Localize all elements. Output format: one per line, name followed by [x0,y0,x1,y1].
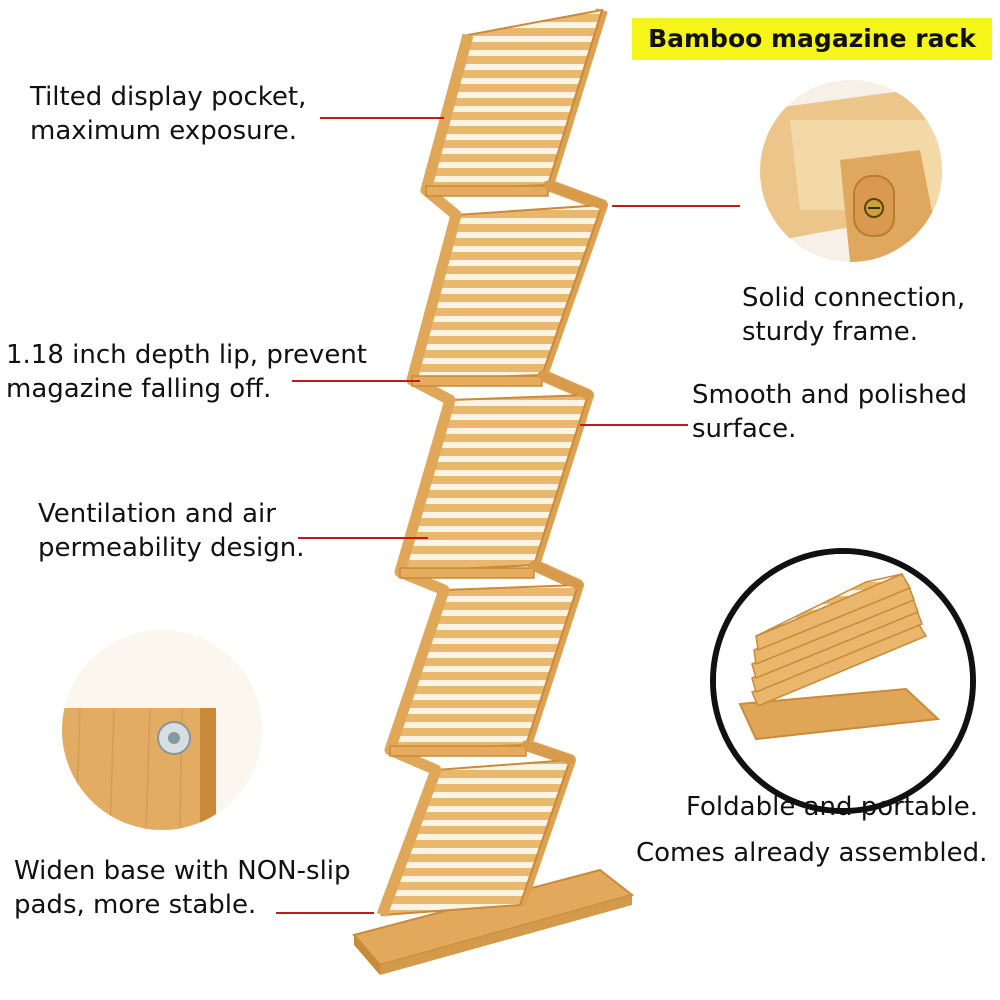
callout-foldable: Foldable and portable. Comes already ass… [636,792,988,868]
leader-line-connection [612,205,740,207]
leader-line-smooth [580,424,688,426]
rubber-pad-detail [62,630,262,830]
bamboo-rack-illustration [352,8,635,975]
callout-depth-lip: 1.18 inch depth lip, prevent magazine fa… [6,340,367,404]
leader-line-tilted [320,117,444,119]
leader-line-lip [292,380,420,382]
product-title: Bamboo magazine rack [632,18,992,60]
leader-line-ventilation [298,537,428,539]
callout-solid-connection: Solid connection, sturdy frame. [742,283,966,347]
folded-rack-detail [710,548,976,814]
callout-base: Widen base with NON-slip pads, more stab… [14,856,351,920]
callout-tilted-pocket: Tilted display pocket, maximum exposure. [30,82,307,146]
callout-ventilation: Ventilation and air permeability design. [38,499,305,563]
callout-smooth-surface: Smooth and polished surface. [692,380,968,444]
screw-detail [760,80,942,262]
leader-line-base [276,912,374,914]
